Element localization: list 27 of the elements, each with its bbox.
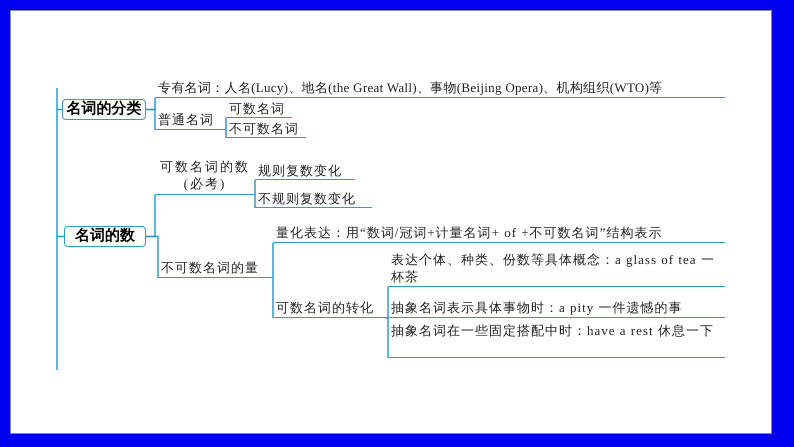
branch-label: 普通名词 [155,111,226,130]
connector-line [56,108,65,371]
branch-label: 规则复数变化 [255,162,355,180]
branch-label: 抽象名词在一些固定搭配中时：have a rest 休息一下 [388,322,725,358]
topic-box: 名词的数 [64,226,146,247]
branch-label: 不可数名词的量 [158,259,273,278]
connector-line [272,277,274,318]
connector-line [225,118,227,131]
branch-label: 表达个体、种类、份数等具体概念：a glass of tea 一杯茶 [388,251,725,287]
connector-line [146,236,159,278]
branch-label: 专有名词：人名(Lucy)、地名(the Great Wall)、事物(Beijing Opera)、机构组织(WTO)等 [155,79,725,98]
branch-label: 可数名词 [226,100,292,118]
connector-line [56,88,62,110]
connector-line [225,129,227,138]
branch-label: 不规则复数变化 [255,190,372,208]
connector-line [254,194,256,208]
branch-label: 可数名词的转化 [273,299,386,318]
branch-label: 可数名词的数(必考) [155,158,255,195]
connector-line [386,317,389,358]
connector-line [272,243,274,279]
connector-line [386,287,389,319]
branch-label: 量化表达：用“数词/冠词+计量名词+ of +不可数名词”结构表示 [273,224,725,243]
branch-label: 抽象名词表示具体事物时：a pity 一件遗憾的事 [388,299,725,318]
topic-box: 名词的分类 [62,99,146,120]
branch-label: 不可数名词 [226,120,306,138]
connector-line [254,180,256,196]
connector-line [146,108,156,130]
